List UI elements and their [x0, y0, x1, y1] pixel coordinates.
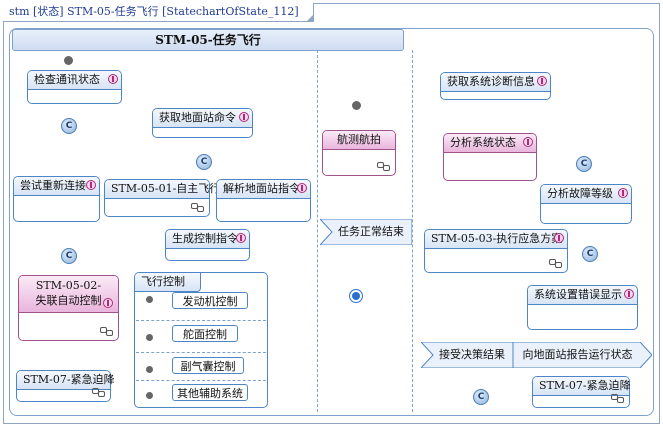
state-analyze-system[interactable]: 分析系统状态 — [443, 133, 537, 181]
initial-node — [146, 366, 153, 373]
frame-label: stm [状态] STM-05-任务飞行 [StatechartOfState_… — [3, 3, 314, 22]
state-icon — [239, 112, 249, 122]
state-icon — [297, 183, 307, 193]
region-divider — [136, 380, 266, 381]
region-divider-2 — [412, 50, 413, 412]
state-emergency-landing-left[interactable]: STM-07-紧急迫降 — [16, 370, 115, 402]
signal-mission-end[interactable]: 任务正常结束 — [320, 219, 412, 245]
state-label-line1: STM-05-02- — [35, 279, 102, 292]
state-icon — [624, 289, 634, 299]
choice-node: C — [61, 118, 77, 134]
state-aerial-photo[interactable]: 航测航拍 — [322, 130, 396, 176]
state-other-aux[interactable]: 其他辅助系统 — [172, 384, 248, 401]
choice-node: C — [582, 246, 598, 262]
state-airbag-control[interactable]: 副气囊控制 — [172, 357, 244, 374]
submachine-icon — [92, 388, 105, 397]
state-get-diag-info[interactable]: 获取系统诊断信息 — [440, 72, 551, 100]
initial-node — [352, 101, 361, 110]
state-label: 生成控制指令 — [172, 232, 238, 245]
state-label: 系统设置错误显示 — [534, 288, 622, 301]
state-label: STM-05-03-执行应急方案 — [431, 232, 563, 245]
choice-node: C — [576, 156, 592, 172]
state-label: 获取地面站命令 — [159, 111, 236, 124]
state-icon — [108, 74, 118, 84]
initial-node — [146, 392, 153, 399]
state-label: STM-05-01-自主飞行 — [111, 182, 221, 195]
state-label-line2: 失联自动控制 — [35, 294, 102, 307]
state-emergency-landing-right[interactable]: STM-07-紧急迫降 — [532, 376, 631, 408]
state-check-comm[interactable]: 检查通讯状态 — [27, 70, 122, 104]
state-label: 分析系统状态 — [450, 136, 516, 149]
state-label: STM-07-紧急迫降 — [23, 373, 115, 386]
signal-report-status[interactable]: 向地面站报告运行状态 — [513, 342, 652, 368]
state-lost-link-control[interactable]: STM-05-02- 失联自动控制 — [18, 275, 119, 341]
state-icon — [103, 298, 113, 308]
state-rudder-control[interactable]: 舵面控制 — [172, 325, 238, 342]
submachine-icon — [191, 203, 204, 212]
region-divider — [136, 320, 266, 321]
submachine-icon — [611, 394, 624, 403]
state-set-error-display[interactable]: 系统设置错误显示 — [527, 285, 638, 330]
state-label: 飞行控制 — [141, 275, 185, 288]
submachine-icon — [377, 162, 390, 171]
choice-node: C — [473, 389, 489, 405]
state-parse-ground-cmd[interactable]: 解析地面站指令 — [216, 179, 311, 222]
state-icon — [618, 188, 628, 198]
state-label: STM-07-紧急迫降 — [539, 379, 631, 392]
initial-node — [146, 296, 153, 303]
state-label: 获取系统诊断信息 — [447, 75, 535, 88]
final-node — [349, 289, 363, 303]
state-label: 航测航拍 — [337, 133, 381, 146]
state-label: 尝试重新连接 — [20, 179, 86, 192]
submachine-icon — [100, 327, 113, 336]
state-engine-control[interactable]: 发动机控制 — [172, 292, 248, 309]
choice-node: C — [196, 154, 212, 170]
state-icon — [236, 233, 246, 243]
state-icon — [86, 180, 96, 190]
region-divider-1 — [317, 50, 318, 412]
submachine-icon — [549, 259, 562, 268]
composite-state-title: STM-05-任务飞行 — [12, 29, 404, 51]
state-label: 解析地面站指令 — [223, 182, 300, 195]
state-auto-flight[interactable]: STM-05-01-自主飞行 — [104, 179, 220, 217]
initial-node — [64, 56, 73, 65]
signal-accept-decision[interactable]: 接受决策结果 — [421, 342, 513, 368]
state-icon — [523, 137, 533, 147]
region-divider — [136, 352, 266, 353]
state-retry-connect[interactable]: 尝试重新连接 — [13, 176, 100, 222]
state-exec-emergency[interactable]: STM-05-03-执行应急方案 — [424, 229, 568, 273]
state-label: 分析故障等级 — [547, 187, 613, 200]
choice-node: C — [61, 248, 77, 264]
state-analyze-fault[interactable]: 分析故障等级 — [540, 184, 632, 224]
state-gen-control-cmd[interactable]: 生成控制指令 — [165, 229, 250, 261]
state-get-ground-cmd[interactable]: 获取地面站命令 — [152, 108, 253, 138]
state-label: 检查通讯状态 — [34, 73, 100, 86]
state-icon — [554, 233, 564, 243]
initial-node — [146, 334, 153, 341]
state-icon — [537, 76, 547, 86]
